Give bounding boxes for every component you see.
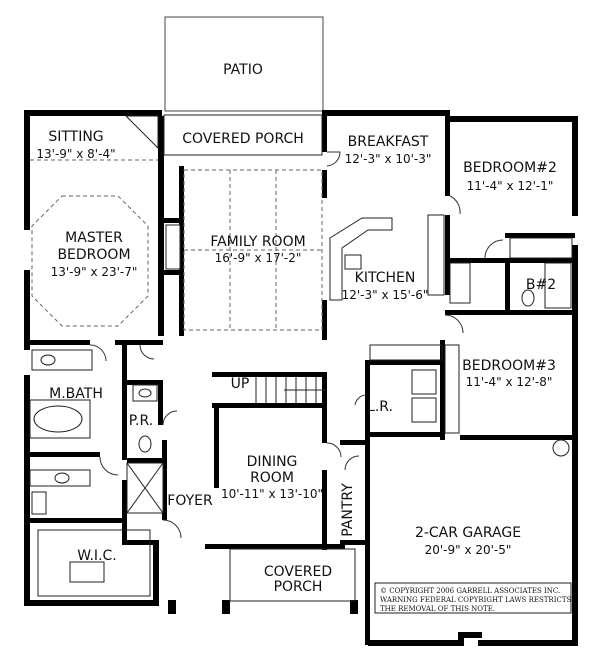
garage-label: 2-CAR GARAGE [415, 525, 521, 541]
breakfast-dims: 12'-3" x 10'-3" [345, 152, 432, 166]
stair-up-label: UP [231, 376, 250, 392]
family-room-label: FAMILY ROOM [210, 234, 305, 250]
interior-walls [30, 116, 578, 645]
wic-label: W.I.C. [77, 548, 117, 564]
room-labels: PATIO COVERED PORCH SITTING 13'-9" x 8'-… [36, 62, 571, 613]
sitting-label: SITTING [48, 129, 103, 145]
bath2-label: B#2 [526, 277, 556, 293]
covered-porch-rear-label: COVERED PORCH [182, 131, 304, 147]
covered-porch-front-label-2: PORCH [274, 579, 323, 595]
copyright-line-2: WARNING FEDERAL COPYRIGHT LAWS RESTRICTS [380, 596, 571, 604]
patio-outline [164, 16, 324, 112]
bedroom2-label: BEDROOM#2 [463, 160, 557, 176]
exterior-walls [24, 110, 578, 646]
bedroom2-dims: 11'-4" x 12'-1" [467, 179, 554, 193]
powder-room-label: P.R. [129, 413, 153, 429]
foyer-label: FOYER [167, 493, 213, 509]
dining-label-2: ROOM [250, 470, 294, 486]
master-bedroom-dims: 13'-9" x 23'-7" [51, 265, 138, 279]
garage-dims: 20'-9" x 20'-5" [425, 543, 512, 557]
laundry-label: L.R. [367, 399, 393, 415]
master-bath-label: M.BATH [49, 386, 103, 402]
patio-label: PATIO [223, 62, 263, 78]
fixtures [29, 114, 573, 614]
copyright-line-1: © COPYRIGHT 2006 GARRELL ASSOCIATES INC. [380, 587, 560, 595]
sitting-dims: 13'-9" x 8'-4" [36, 147, 115, 161]
bedroom3-dims: 11'-4" x 12'-8" [466, 375, 553, 389]
breakfast-label: BREAKFAST [348, 134, 429, 150]
door-swings [89, 151, 504, 539]
family-room-dims: 16'-9" x 17'-2" [215, 251, 302, 265]
bedroom3-label: BEDROOM#3 [462, 358, 556, 374]
master-bedroom-label-2: BEDROOM [57, 247, 130, 263]
master-bedroom-label-1: MASTER [65, 230, 123, 246]
kitchen-label: KITCHEN [355, 270, 416, 286]
dining-label-1: DINING [247, 454, 298, 470]
copyright-line-3: THE REMOVAL OF THIS NOTE. [380, 605, 495, 613]
covered-porch-front-label-1: COVERED [264, 564, 332, 580]
pantry-label: PANTRY [340, 483, 356, 537]
kitchen-dims: 12'-3" x 15'-6" [342, 288, 429, 302]
dining-dims: 10'-11" x 13'-10" [221, 487, 323, 501]
